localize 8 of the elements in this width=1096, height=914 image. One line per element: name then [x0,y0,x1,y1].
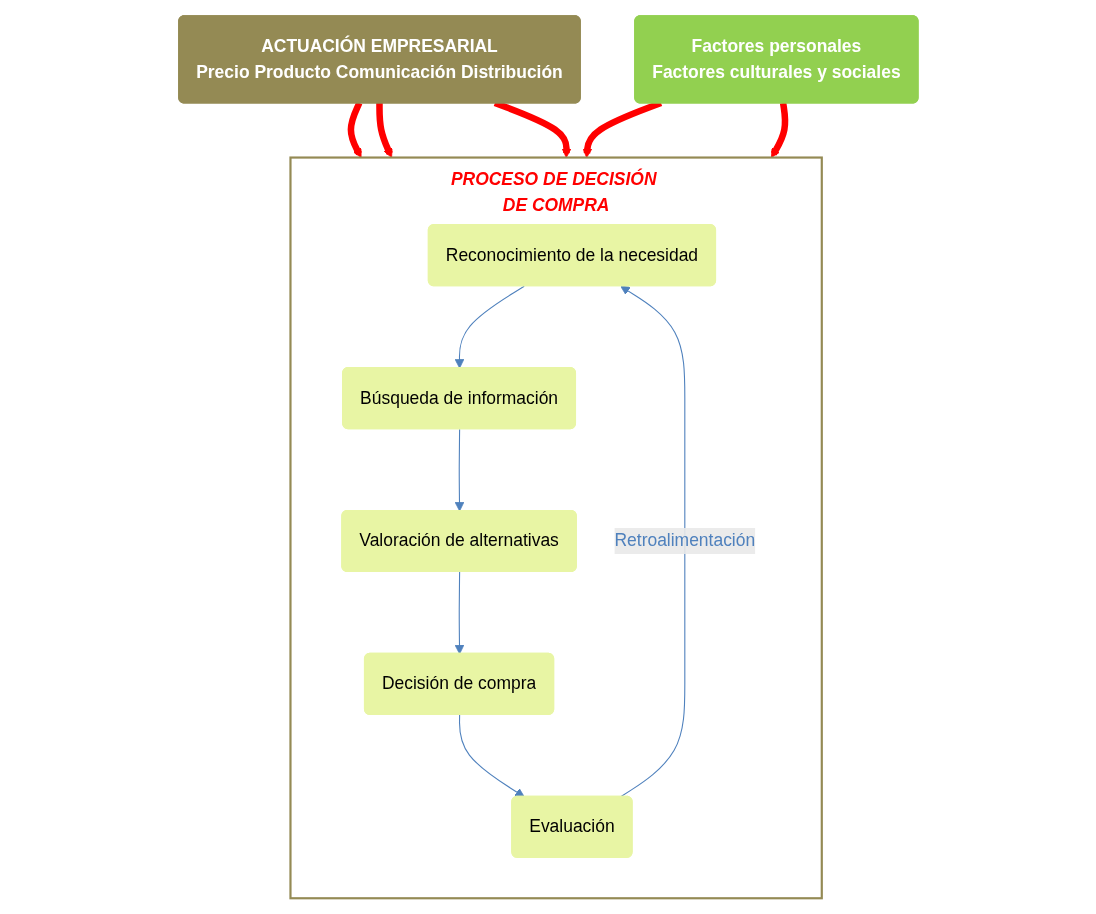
arrow [458,714,525,798]
arrow [770,102,788,158]
arrow [454,285,525,369]
arrow [454,428,464,512]
arrow [619,285,685,798]
edge-label: Retroalimentación [614,531,755,550]
arrow [454,571,464,655]
arrow [375,103,393,158]
